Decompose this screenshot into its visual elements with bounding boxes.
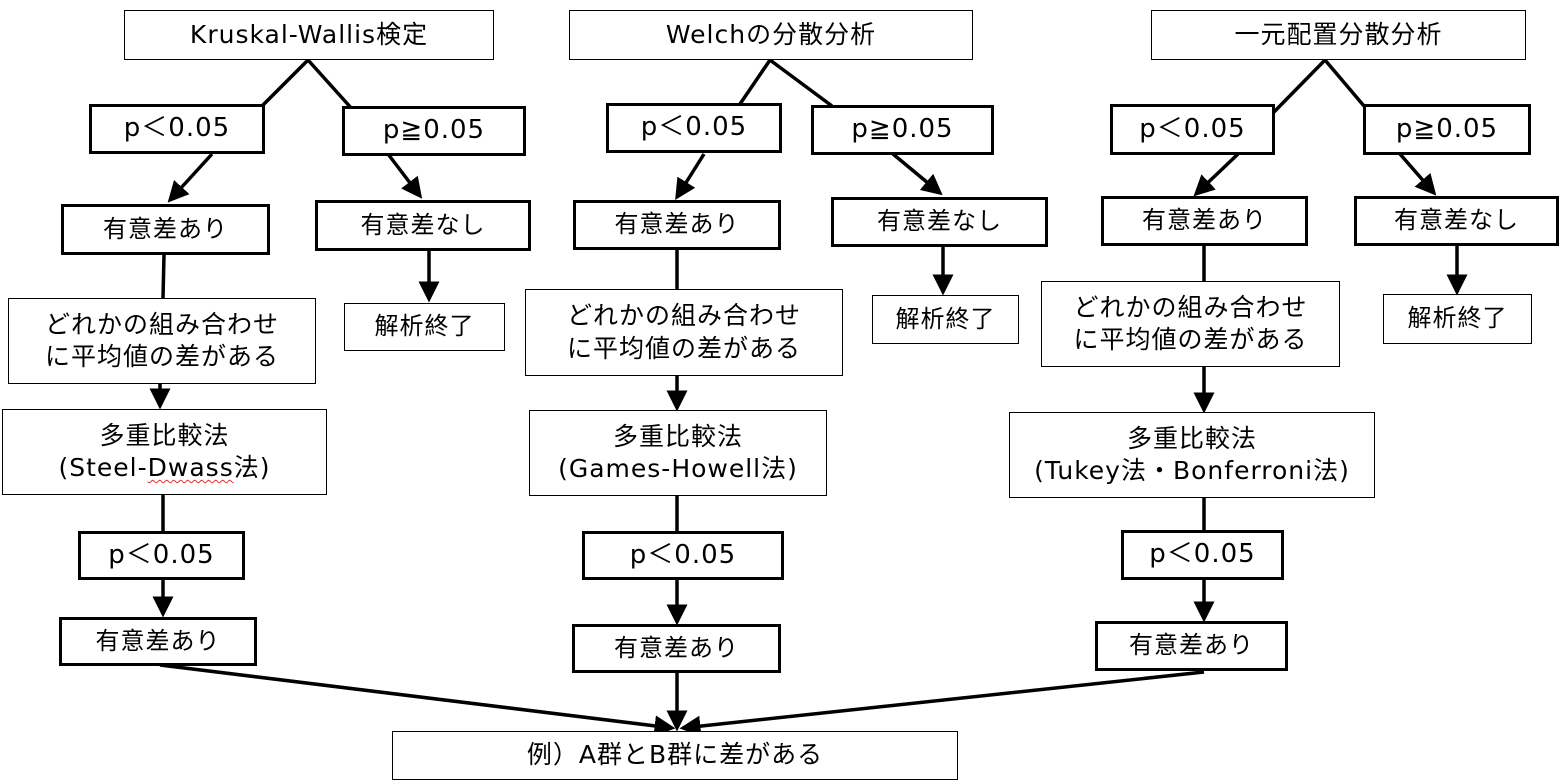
p-label: p≧0.05 — [851, 114, 954, 145]
p-label: p＜0.05 — [1139, 113, 1246, 144]
meaning-box: どれかの組み合わせ に平均値の差がある — [1041, 281, 1340, 367]
test-label: Kruskal-Wallis検定 — [189, 19, 429, 49]
p-label: p≧0.05 — [1395, 113, 1499, 144]
meaning-line-2: に平均値の差がある — [44, 342, 279, 371]
conclusion-box: 例）A群とB群に差がある — [392, 731, 958, 780]
meaning-line-1: どれかの組み合わせ — [44, 309, 279, 339]
arrow — [891, 152, 943, 196]
p-label: p＜0.05 — [123, 113, 231, 144]
p-nonsignificant-box: p≧0.05 — [1363, 104, 1531, 155]
posthoc-significant-box: 有意差あり — [572, 624, 781, 673]
p-label: p＜0.05 — [108, 539, 215, 570]
test-label: 一元配置分散分析 — [1234, 19, 1443, 49]
result-label: 有意差なし — [877, 207, 1002, 236]
connector-line — [260, 58, 310, 108]
result-label: 有意差あり — [614, 633, 739, 662]
nonsignificant-box: 有意差なし — [831, 197, 1048, 247]
p-significant-box: p＜0.05 — [606, 103, 782, 153]
nonsignificant-box: 有意差なし — [315, 200, 531, 251]
connector-line — [768, 58, 834, 108]
arrow — [679, 670, 1205, 737]
p-significant-box: p＜0.05 — [89, 104, 265, 154]
p-nonsignificant-box: p≧0.05 — [342, 106, 526, 156]
result-label: 有意差あり — [95, 626, 221, 655]
posthoc-method-suffix: 法) — [233, 453, 271, 482]
spellcheck-underlined-word: Dwass — [147, 453, 234, 482]
posthoc-title: 多重比較法 — [99, 420, 230, 450]
p-label: p≧0.05 — [382, 115, 486, 146]
connector-line — [306, 58, 355, 112]
end-label: 解析終了 — [374, 312, 475, 341]
meaning-box: どれかの組み合わせ に平均値の差がある — [8, 298, 316, 384]
nonsignificant-box: 有意差なし — [1354, 196, 1559, 246]
p-label: p＜0.05 — [629, 539, 737, 570]
meaning-box: どれかの組み合わせ に平均値の差がある — [525, 289, 843, 376]
posthoc-box: 多重比較法 (Games-Howell法) — [529, 410, 827, 496]
posthoc-method: (Games-Howell法) — [558, 454, 798, 483]
result-label: 有意差あり — [1129, 631, 1254, 660]
arrow — [386, 152, 423, 199]
connector-line — [1323, 58, 1366, 108]
connector-line — [1272, 58, 1327, 114]
connector-line — [738, 59, 772, 105]
posthoc-p-box: p＜0.05 — [1121, 530, 1284, 580]
p-nonsignificant-box: p≧0.05 — [811, 105, 994, 155]
test-box-welch: Welchの分散分析 — [569, 10, 973, 60]
arrow — [159, 663, 676, 737]
posthoc-p-box: p＜0.05 — [78, 531, 245, 580]
arrow — [675, 153, 706, 200]
posthoc-title: 多重比較法 — [612, 421, 743, 451]
p-label: p＜0.05 — [1149, 539, 1256, 570]
posthoc-method-prefix: (Steel- — [58, 453, 148, 482]
p-significant-box: p＜0.05 — [1110, 104, 1275, 155]
analysis-end-box: 解析終了 — [1383, 294, 1532, 344]
posthoc-box: 多重比較法 (Tukey法・Bonferroni法) — [1009, 412, 1375, 498]
test-box-kruskal-wallis: Kruskal-Wallis検定 — [124, 10, 494, 60]
result-label: 有意差あり — [1142, 206, 1267, 235]
posthoc-significant-box: 有意差あり — [59, 617, 257, 666]
meaning-line-2: に平均値の差がある — [566, 333, 801, 363]
posthoc-method: (Steel-Dwass法) — [59, 452, 271, 485]
posthoc-significant-box: 有意差あり — [1095, 621, 1288, 671]
result-label: 有意差あり — [103, 214, 228, 243]
arrow — [167, 152, 214, 203]
posthoc-title: 多重比較法 — [1126, 423, 1257, 453]
connector-line — [161, 254, 166, 299]
meaning-line-1: どれかの組み合わせ — [1073, 292, 1308, 322]
result-label: 有意差なし — [1394, 206, 1519, 235]
analysis-end-box: 解析終了 — [344, 303, 505, 351]
significant-box: 有意差あり — [61, 204, 270, 255]
p-label: p＜0.05 — [640, 112, 748, 143]
meaning-line-1: どれかの組み合わせ — [566, 301, 801, 330]
significant-box: 有意差あり — [1101, 196, 1308, 246]
arrow — [1398, 152, 1437, 196]
posthoc-box: 多重比較法 (Steel-Dwass法) — [2, 409, 327, 495]
result-label: 有意差あり — [614, 210, 740, 239]
analysis-end-box: 解析終了 — [872, 295, 1019, 344]
end-label: 解析終了 — [1407, 304, 1508, 333]
posthoc-p-box: p＜0.05 — [582, 531, 784, 580]
significant-box: 有意差あり — [573, 200, 781, 250]
test-box-one-way-anova: 一元配置分散分析 — [1151, 10, 1526, 60]
meaning-line-2: に平均値の差がある — [1073, 325, 1308, 354]
arrow — [1193, 152, 1240, 197]
end-label: 解析終了 — [895, 304, 996, 333]
conclusion-label: 例）A群とB群に差がある — [526, 740, 824, 770]
result-label: 有意差なし — [360, 210, 486, 239]
test-label: Welchの分散分析 — [665, 19, 877, 49]
posthoc-method: (Tukey法・Bonferroni法) — [1034, 456, 1350, 485]
